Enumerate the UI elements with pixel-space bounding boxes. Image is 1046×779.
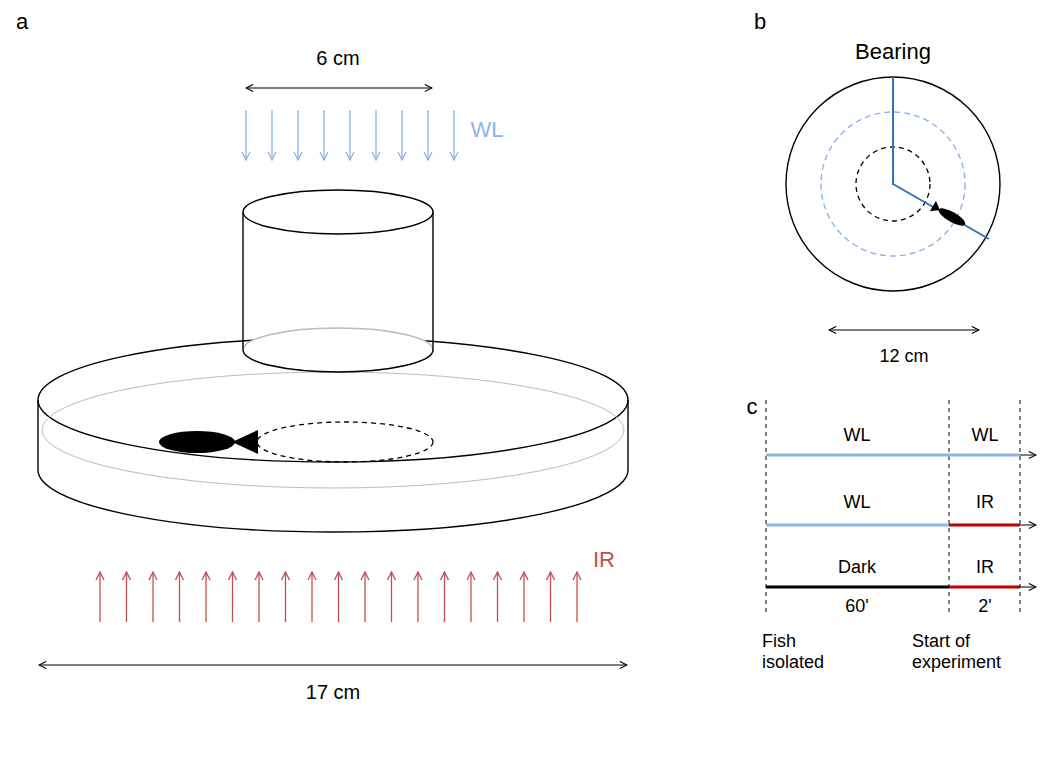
light-arrow [323,110,324,160]
light-label: IR [593,547,615,572]
light-arrow [470,572,471,622]
light-arrow [364,572,365,622]
duration-label: 60' [845,596,868,617]
light-arrow [497,572,498,622]
dimension-label: 6 cm [316,47,359,70]
panel-letter: c [747,394,758,419]
dimension-arrow [246,87,432,88]
light-arrow [126,572,127,622]
event-label: Start of experiment [912,631,1012,672]
light-arrow [99,572,100,622]
light-arrow [576,572,577,622]
condition-label: IR [976,557,994,578]
dimension-label: 17 cm [306,681,360,704]
light-arrow [179,572,180,622]
panel-letter: b [754,9,766,34]
condition-label: WL [844,492,871,513]
light-arrow [245,110,246,160]
light-arrow [338,572,339,622]
inner-cylinder [243,190,433,372]
light-arrow [349,110,350,160]
condition-label: IR [976,492,994,513]
arena-top-view [786,77,1000,291]
condition-label: WL [972,425,999,446]
light-arrow [417,572,418,622]
light-arrow [401,110,402,160]
light-arrow [550,572,551,622]
light-label: WL [471,117,504,142]
light-arrow [391,572,392,622]
bearing-label: Bearing [855,39,931,64]
swim-path [257,422,433,462]
duration-label: 2' [978,596,991,617]
light-arrow [523,572,524,622]
infrared-arrows [100,572,577,622]
event-label: Fish isolated [762,631,838,672]
light-arrow [232,572,233,622]
condition-label: Dark [838,557,876,578]
panel-letter: a [16,9,28,34]
light-arrow [258,572,259,622]
fish [159,430,258,454]
fish [930,201,968,230]
light-arrow [453,110,454,160]
light-arrow [444,572,445,622]
light-arrow [205,572,206,622]
light-arrow [311,572,312,622]
light-arrow [297,110,298,160]
time-markers [766,400,1020,615]
condition-label: WL [844,425,871,446]
dimension-arrow [829,329,979,330]
dimension-arrow [39,664,627,665]
light-arrow [271,110,272,160]
timeline [766,455,1020,587]
light-arrow [152,572,153,622]
dimension-label: 12 cm [879,346,928,367]
light-arrow [375,110,376,160]
light-arrow [285,572,286,622]
light-arrow [427,110,428,160]
time-axis-arrow [1020,455,1036,587]
white-light-arrows [246,110,454,160]
